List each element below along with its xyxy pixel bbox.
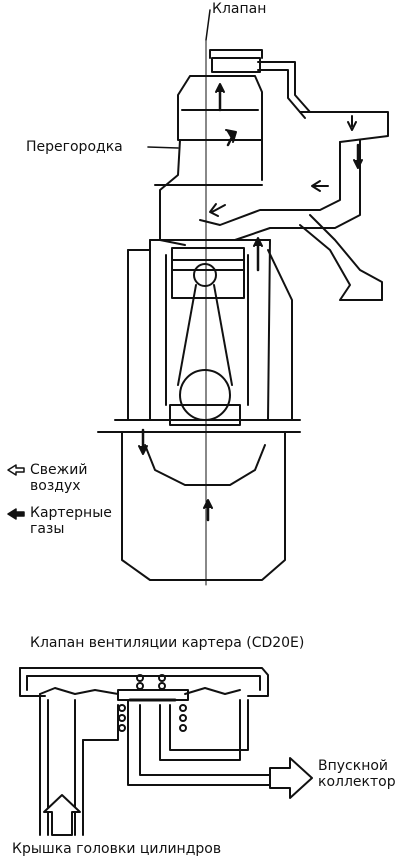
pcv-valve-schematic <box>19 667 313 836</box>
legend-crankcase-gases-label: Картерные газы <box>30 505 112 537</box>
partition-label: Перегородка <box>26 139 123 155</box>
valve-figure-title: Клапан вентиляции картера (CD20E) <box>30 635 305 651</box>
valve-leader <box>205 9 211 41</box>
legend-crankcase-arrow <box>7 508 25 520</box>
cylinder-head-cover-label: Крышка головки цилиндров <box>12 841 222 857</box>
valve-label: Клапан <box>212 1 267 17</box>
intake-manifold-label: Впускной коллектор <box>318 758 396 790</box>
partition-leader <box>147 146 179 149</box>
flow-arrows <box>138 83 363 522</box>
legend-fresh-air-label: Свежий воздух <box>30 462 88 494</box>
engine-cross-section <box>97 39 389 586</box>
legend-fresh-air-arrow <box>7 464 25 476</box>
